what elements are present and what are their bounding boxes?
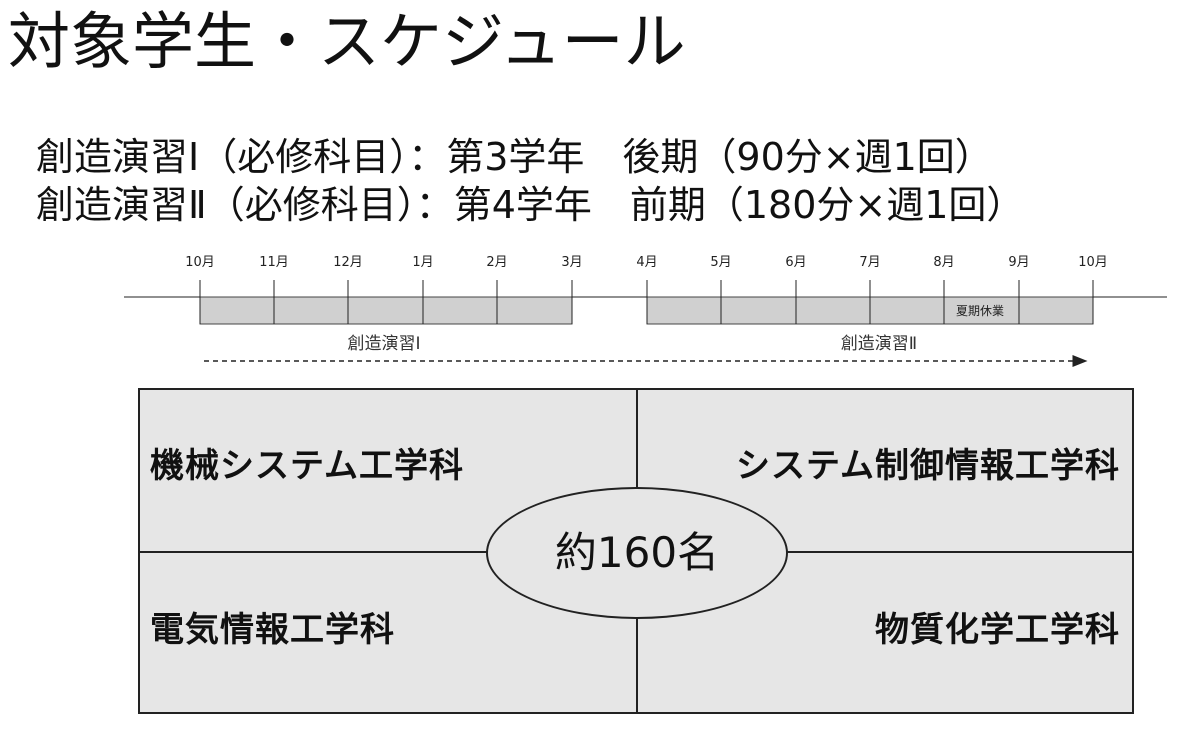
month-label-3: 1月 bbox=[412, 255, 433, 270]
dept-mechanical-systems: 機械システム工学科 bbox=[150, 446, 464, 486]
month-label-5: 3月 bbox=[561, 255, 582, 270]
month-label-9: 7月 bbox=[859, 255, 880, 270]
month-label-11: 9月 bbox=[1008, 255, 1029, 270]
page-title: 対象学生・スケジュール bbox=[8, 5, 686, 78]
month-label-12: 10月 bbox=[1078, 255, 1108, 270]
schedule-timeline: 10月 11月 12月 1月 2月 3月 4月 5月 6月 7月 8月 9月 10月 夏期休業 創造演習… bbox=[124, 255, 1167, 367]
month-label-0: 10月 bbox=[185, 255, 215, 270]
total-students-label: 約160名 bbox=[554, 528, 720, 577]
month-label-4: 2月 bbox=[486, 255, 507, 270]
dept-electrical-information: 電気情報工学科 bbox=[150, 610, 395, 650]
course-1-bar bbox=[199, 296, 573, 325]
month-label-6: 4月 bbox=[636, 255, 657, 270]
course-2-bar-label: 創造演習Ⅱ bbox=[841, 334, 917, 354]
dept-system-control-information: システム制御情報工学科 bbox=[736, 446, 1120, 486]
department-grid: 機械システム工学科 システム制御情報工学科 電気情報工学科 物質化学工学科 約1… bbox=[138, 388, 1134, 714]
month-label-2: 12月 bbox=[333, 255, 363, 270]
month-label-7: 5月 bbox=[710, 255, 731, 270]
summer-break-label: 夏期休業 bbox=[956, 304, 1004, 318]
course-2-description: 創造演習Ⅱ（必修科目）：第4学年 前期（180分×週1回） bbox=[36, 183, 1025, 227]
month-label-1: 11月 bbox=[259, 255, 289, 270]
course-1-description: 創造演習Ⅰ（必修科目）：第3学年 後期（90分×週1回） bbox=[36, 135, 993, 179]
month-label-10: 8月 bbox=[933, 255, 954, 270]
dept-materials-chemistry: 物質化学工学科 bbox=[875, 610, 1120, 650]
total-students-ellipse: 約160名 bbox=[486, 487, 788, 619]
course-1-bar-label: 創造演習Ⅰ bbox=[347, 334, 420, 354]
month-label-8: 6月 bbox=[785, 255, 806, 270]
